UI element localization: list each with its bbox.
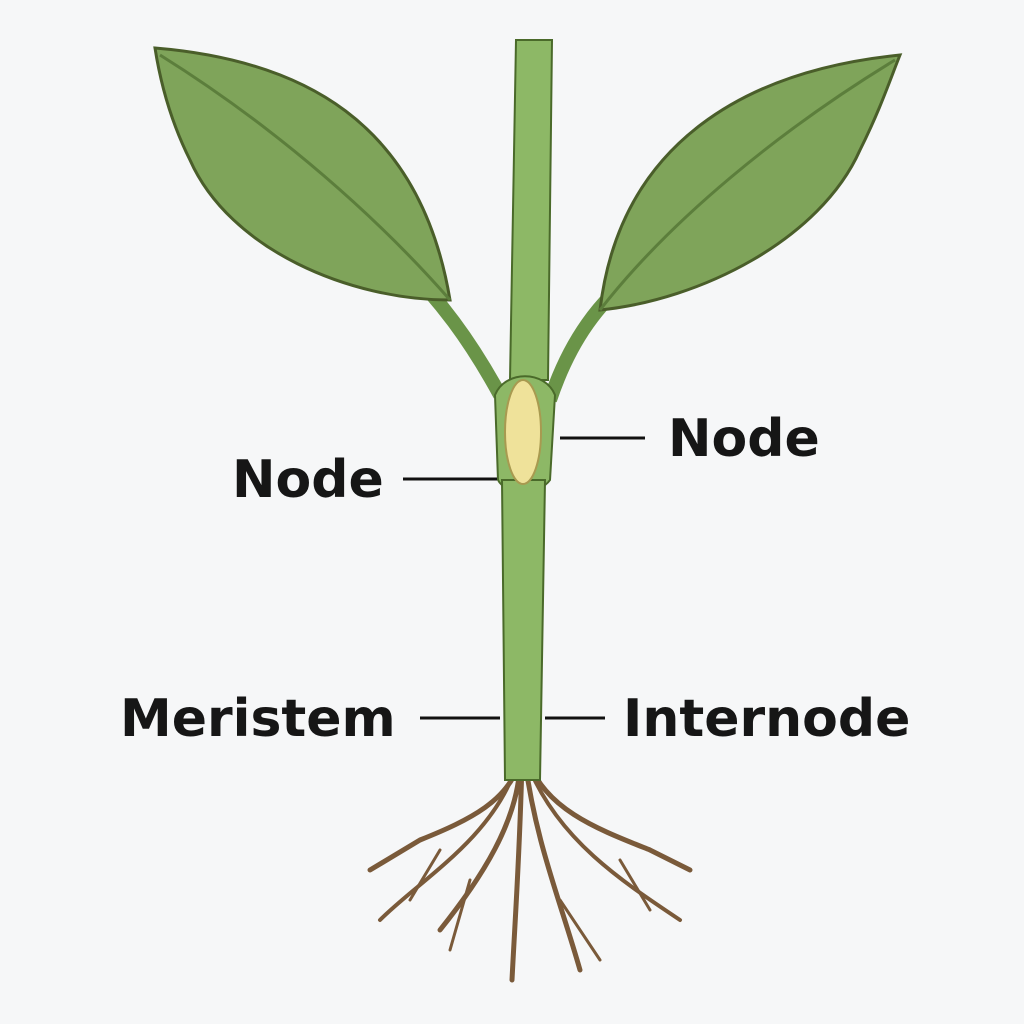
- label-meristem: Meristem: [120, 689, 396, 749]
- lower-stem: [500, 479, 547, 781]
- roots: [367, 757, 693, 983]
- label-node-right: Node: [668, 409, 820, 469]
- label-node-left: Node: [232, 450, 384, 510]
- right-leaf: [598, 53, 903, 312]
- label-internode: Internode: [623, 689, 911, 749]
- leader-lines: [403, 436, 645, 720]
- left-leaf: [153, 46, 452, 302]
- axillary-bud: [504, 379, 542, 485]
- upper-stem: [508, 39, 554, 381]
